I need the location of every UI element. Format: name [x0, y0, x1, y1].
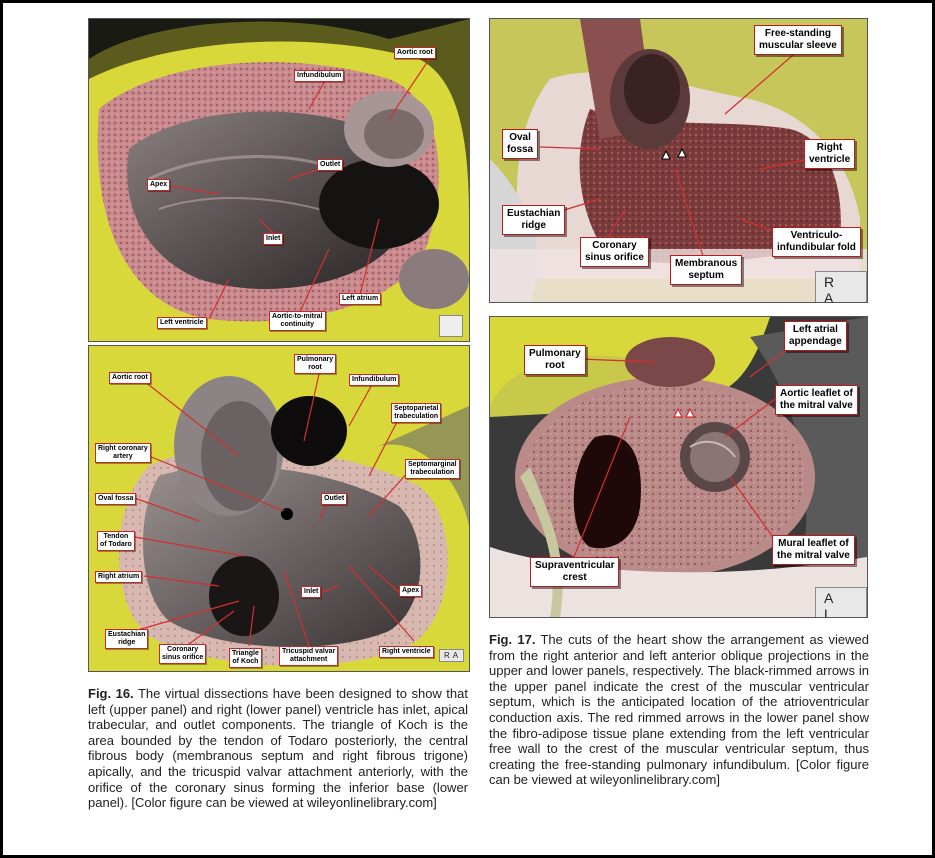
label-eustachian-ridge: Eustachian ridge — [105, 629, 149, 649]
label-right-atrium: Right atrium — [95, 571, 143, 583]
label-left-ventricle: Left ventricle — [157, 317, 207, 329]
label-septomarginal-line1: Septomarginal — [408, 461, 457, 468]
label-coronary-sinus-line2: sinus orifice — [162, 654, 204, 661]
label-outlet: Outlet — [321, 493, 348, 505]
label-coronary-sinus-line2: sinus orifice — [585, 252, 644, 263]
label-pulmonary-root-line1: Pulmonary — [529, 348, 581, 359]
label-oval-fossa-line2: fossa — [507, 144, 534, 155]
label-septomarginal: Septomarginal trabeculation — [405, 459, 460, 479]
label-oval-fossa: Oval fossa — [95, 493, 137, 505]
label-free-standing-sleeve: Free-standing muscular sleeve — [754, 25, 842, 55]
label-supraventricular-crest: Supraventricular crest — [530, 557, 620, 587]
label-tendon-line1: Tendon — [103, 533, 129, 540]
label-septoparietal-line1: Septoparietal — [394, 405, 439, 412]
label-pulmonary-root: Pulmonary root — [524, 345, 586, 375]
label-infundibulum: Infundibulum — [294, 70, 345, 82]
fig17-upper-panel: Free-standing muscular sleeve Oval fossa… — [489, 18, 868, 303]
fig17-lower-panel: Left atrial appendage Pulmonary root Aor… — [489, 316, 868, 618]
label-membranous-line2: septum — [688, 270, 724, 281]
label-tendon-of-todaro: Tendon of Todaro — [97, 531, 135, 551]
label-outlet: Outlet — [317, 159, 344, 171]
fig17-caption-label: Fig. 17. — [489, 632, 536, 647]
fig16-lower-panel: Pulmonary root Aortic root Infundibulum … — [88, 345, 470, 672]
fig16-caption-label: Fig. 16. — [88, 686, 134, 701]
label-free-standing-line2: muscular sleeve — [759, 40, 837, 51]
label-aortic-to-mitral: Aortic-to-mitral continuity — [269, 311, 326, 331]
label-triangle-koch-line1: Triangle — [232, 650, 259, 657]
label-tendon-line2: of Todaro — [100, 541, 132, 548]
label-membranous-line1: Membranous — [675, 258, 738, 269]
label-tricuspid-valvar-attachment: Tricuspid valvar attachment — [279, 646, 339, 666]
label-eustachian-ridge: Eustachian ridge — [502, 205, 566, 235]
label-eustachian-line1: Eustachian — [507, 208, 561, 219]
label-right-ventricle: Right ventricle — [804, 139, 856, 169]
fig16-upper-image — [89, 19, 469, 341]
label-tricuspid-line1: Tricuspid valvar — [282, 648, 336, 655]
label-pulmonary-root: Pulmonary root — [294, 354, 337, 374]
label-membranous-septum: Membranous septum — [670, 255, 743, 285]
label-inlet: Inlet — [301, 586, 322, 598]
fig16-upper-panel: Aortic root Infundibulum Outlet Apex Inl… — [88, 18, 470, 342]
label-eustachian-line1: Eustachian — [108, 631, 146, 638]
label-oval-fossa-line1: Oval — [509, 132, 531, 143]
label-infundibulum: Infundibulum — [349, 374, 400, 386]
fig17-lower-image — [490, 317, 867, 617]
label-aortic-to-mitral-line2: continuity — [280, 321, 314, 328]
label-ventriculo-infundibular-fold: Ventriculo- infundibular fold — [772, 227, 861, 257]
label-aortic-root: Aortic root — [394, 47, 436, 59]
label-aortic-to-mitral-line1: Aortic-to-mitral — [272, 313, 323, 320]
label-mural-leaflet: Mural leaflet of the mitral valve — [772, 535, 855, 565]
orientation-badge: A L — [815, 587, 867, 617]
orientation-icon — [439, 315, 463, 337]
fig16-lower-image — [89, 346, 469, 671]
label-coronary-sinus-line1: Coronary — [167, 646, 199, 653]
label-triangle-koch-line2: of Koch — [232, 658, 259, 665]
label-oval-fossa: Oval fossa — [502, 129, 539, 159]
label-supraventricular-line2: crest — [562, 572, 587, 583]
orientation-badge: R A — [815, 271, 867, 302]
label-left-atrial-line1: Left atrial — [792, 324, 838, 335]
label-left-atrium: Left atrium — [339, 293, 382, 305]
label-coronary-sinus-line1: Coronary — [592, 240, 637, 251]
label-aortic-leaflet: Aortic leaflet of the mitral valve — [775, 385, 858, 415]
label-tricuspid-line2: attachment — [289, 656, 328, 663]
fig17-caption: Fig. 17. The cuts of the heart show the … — [489, 632, 869, 788]
label-aortic-root: Aortic root — [109, 372, 151, 384]
label-right-coronary-artery: Right coronary artery — [95, 443, 151, 463]
label-eustachian-line2: ridge — [521, 220, 546, 231]
label-left-atrial-line2: appendage — [789, 336, 842, 347]
orientation-badge: RA — [439, 649, 465, 662]
label-right-ventricle: Right ventricle — [379, 646, 434, 658]
fig16-caption: Fig. 16. The virtual dissections have be… — [88, 686, 468, 811]
label-ventriculo-line1: Ventriculo- — [790, 230, 843, 241]
label-right-coronary-line1: Right coronary — [98, 445, 148, 452]
label-right-ventricle-line2: ventricle — [809, 154, 851, 165]
label-apex: Apex — [399, 585, 423, 597]
label-inlet: Inlet — [263, 233, 284, 245]
label-triangle-of-koch: Triangle of Koch — [229, 648, 262, 668]
label-coronary-sinus-orifice: Coronary sinus orifice — [580, 237, 649, 267]
label-left-atrial-appendage: Left atrial appendage — [784, 321, 847, 351]
label-mural-leaflet-line1: Mural leaflet of — [778, 538, 849, 549]
label-ventriculo-line2: infundibular fold — [777, 242, 856, 253]
fig17-caption-text: The cuts of the heart show the arrangeme… — [489, 632, 869, 788]
label-eustachian-line2: ridge — [118, 639, 136, 646]
label-supraventricular-line1: Supraventricular — [535, 560, 615, 571]
label-pulmonary-root-line2: root — [308, 364, 322, 371]
label-mural-leaflet-line2: the mitral valve — [777, 550, 850, 561]
label-free-standing-line1: Free-standing — [764, 28, 831, 39]
label-apex: Apex — [147, 179, 171, 191]
label-septoparietal-line2: trabeculation — [394, 413, 439, 420]
label-aortic-leaflet-line2: the mitral valve — [780, 400, 853, 411]
fig16-caption-text: The virtual dissections have been design… — [88, 686, 468, 811]
label-coronary-sinus-orifice: Coronary sinus orifice — [159, 644, 207, 664]
label-right-ventricle-line1: Right — [816, 142, 843, 153]
label-septomarginal-line2: trabeculation — [410, 469, 455, 476]
label-pulmonary-root-line1: Pulmonary — [297, 356, 334, 363]
label-pulmonary-root-line2: root — [545, 360, 565, 371]
label-septoparietal: Septoparietal trabeculation — [391, 403, 442, 423]
label-right-coronary-line2: artery — [113, 453, 133, 460]
label-aortic-leaflet-line1: Aortic leaflet of — [780, 388, 853, 399]
